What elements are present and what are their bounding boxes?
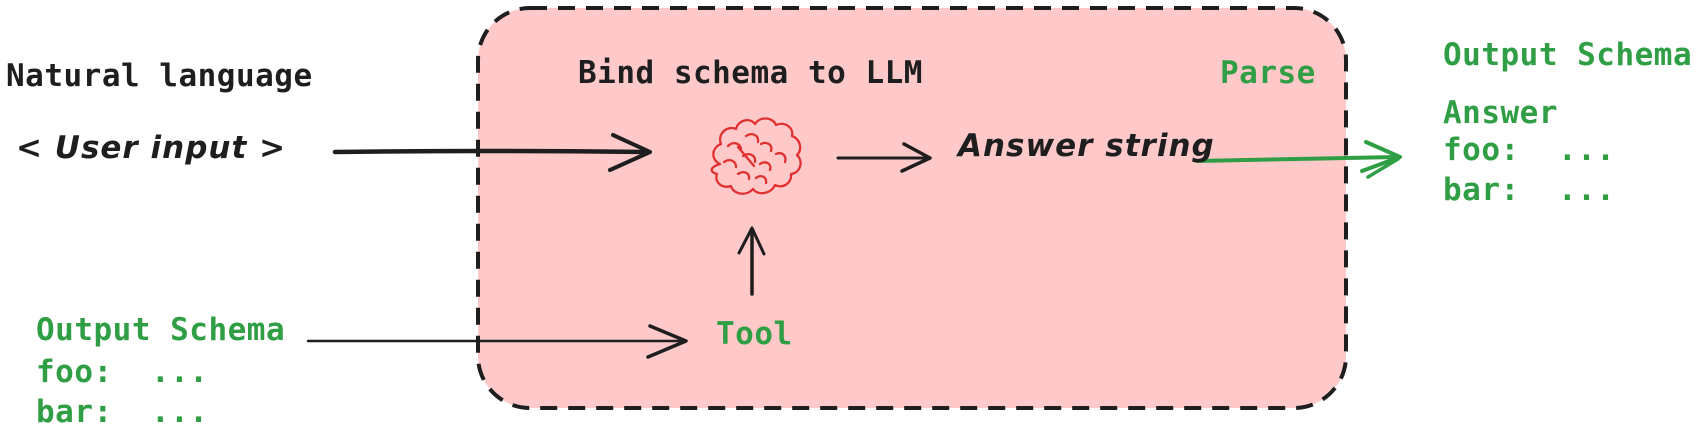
- natural-language-label: Natural language: [6, 58, 313, 94]
- input-schema-bar-line: bar: ...: [36, 394, 209, 430]
- answer-string-label: Answer string: [958, 128, 1215, 164]
- arrow-schema-to-tool: [306, 324, 688, 359]
- output-answer-line: Answer: [1443, 95, 1558, 131]
- arrow-tool-to-llm: [737, 226, 766, 296]
- user-input-label: < User input >: [16, 130, 287, 166]
- input-output-schema-title: Output Schema: [36, 312, 286, 348]
- bind-schema-label: Bind schema to LLM: [578, 55, 923, 91]
- arrow-user-input-to-llm: [332, 133, 652, 172]
- arrow-parse-output: [1195, 140, 1402, 179]
- output-schema-title: Output Schema: [1443, 37, 1693, 73]
- brain-icon: [710, 117, 802, 195]
- tool-label: Tool: [716, 316, 793, 352]
- parse-label: Parse: [1220, 55, 1316, 91]
- output-schema-bar-line: bar: ...: [1443, 172, 1616, 208]
- input-schema-foo-line: foo: ...: [36, 354, 209, 390]
- output-schema-foo-line: foo: ...: [1443, 132, 1616, 168]
- arrow-llm-to-answer: [836, 142, 932, 173]
- llm-box: [476, 6, 1348, 410]
